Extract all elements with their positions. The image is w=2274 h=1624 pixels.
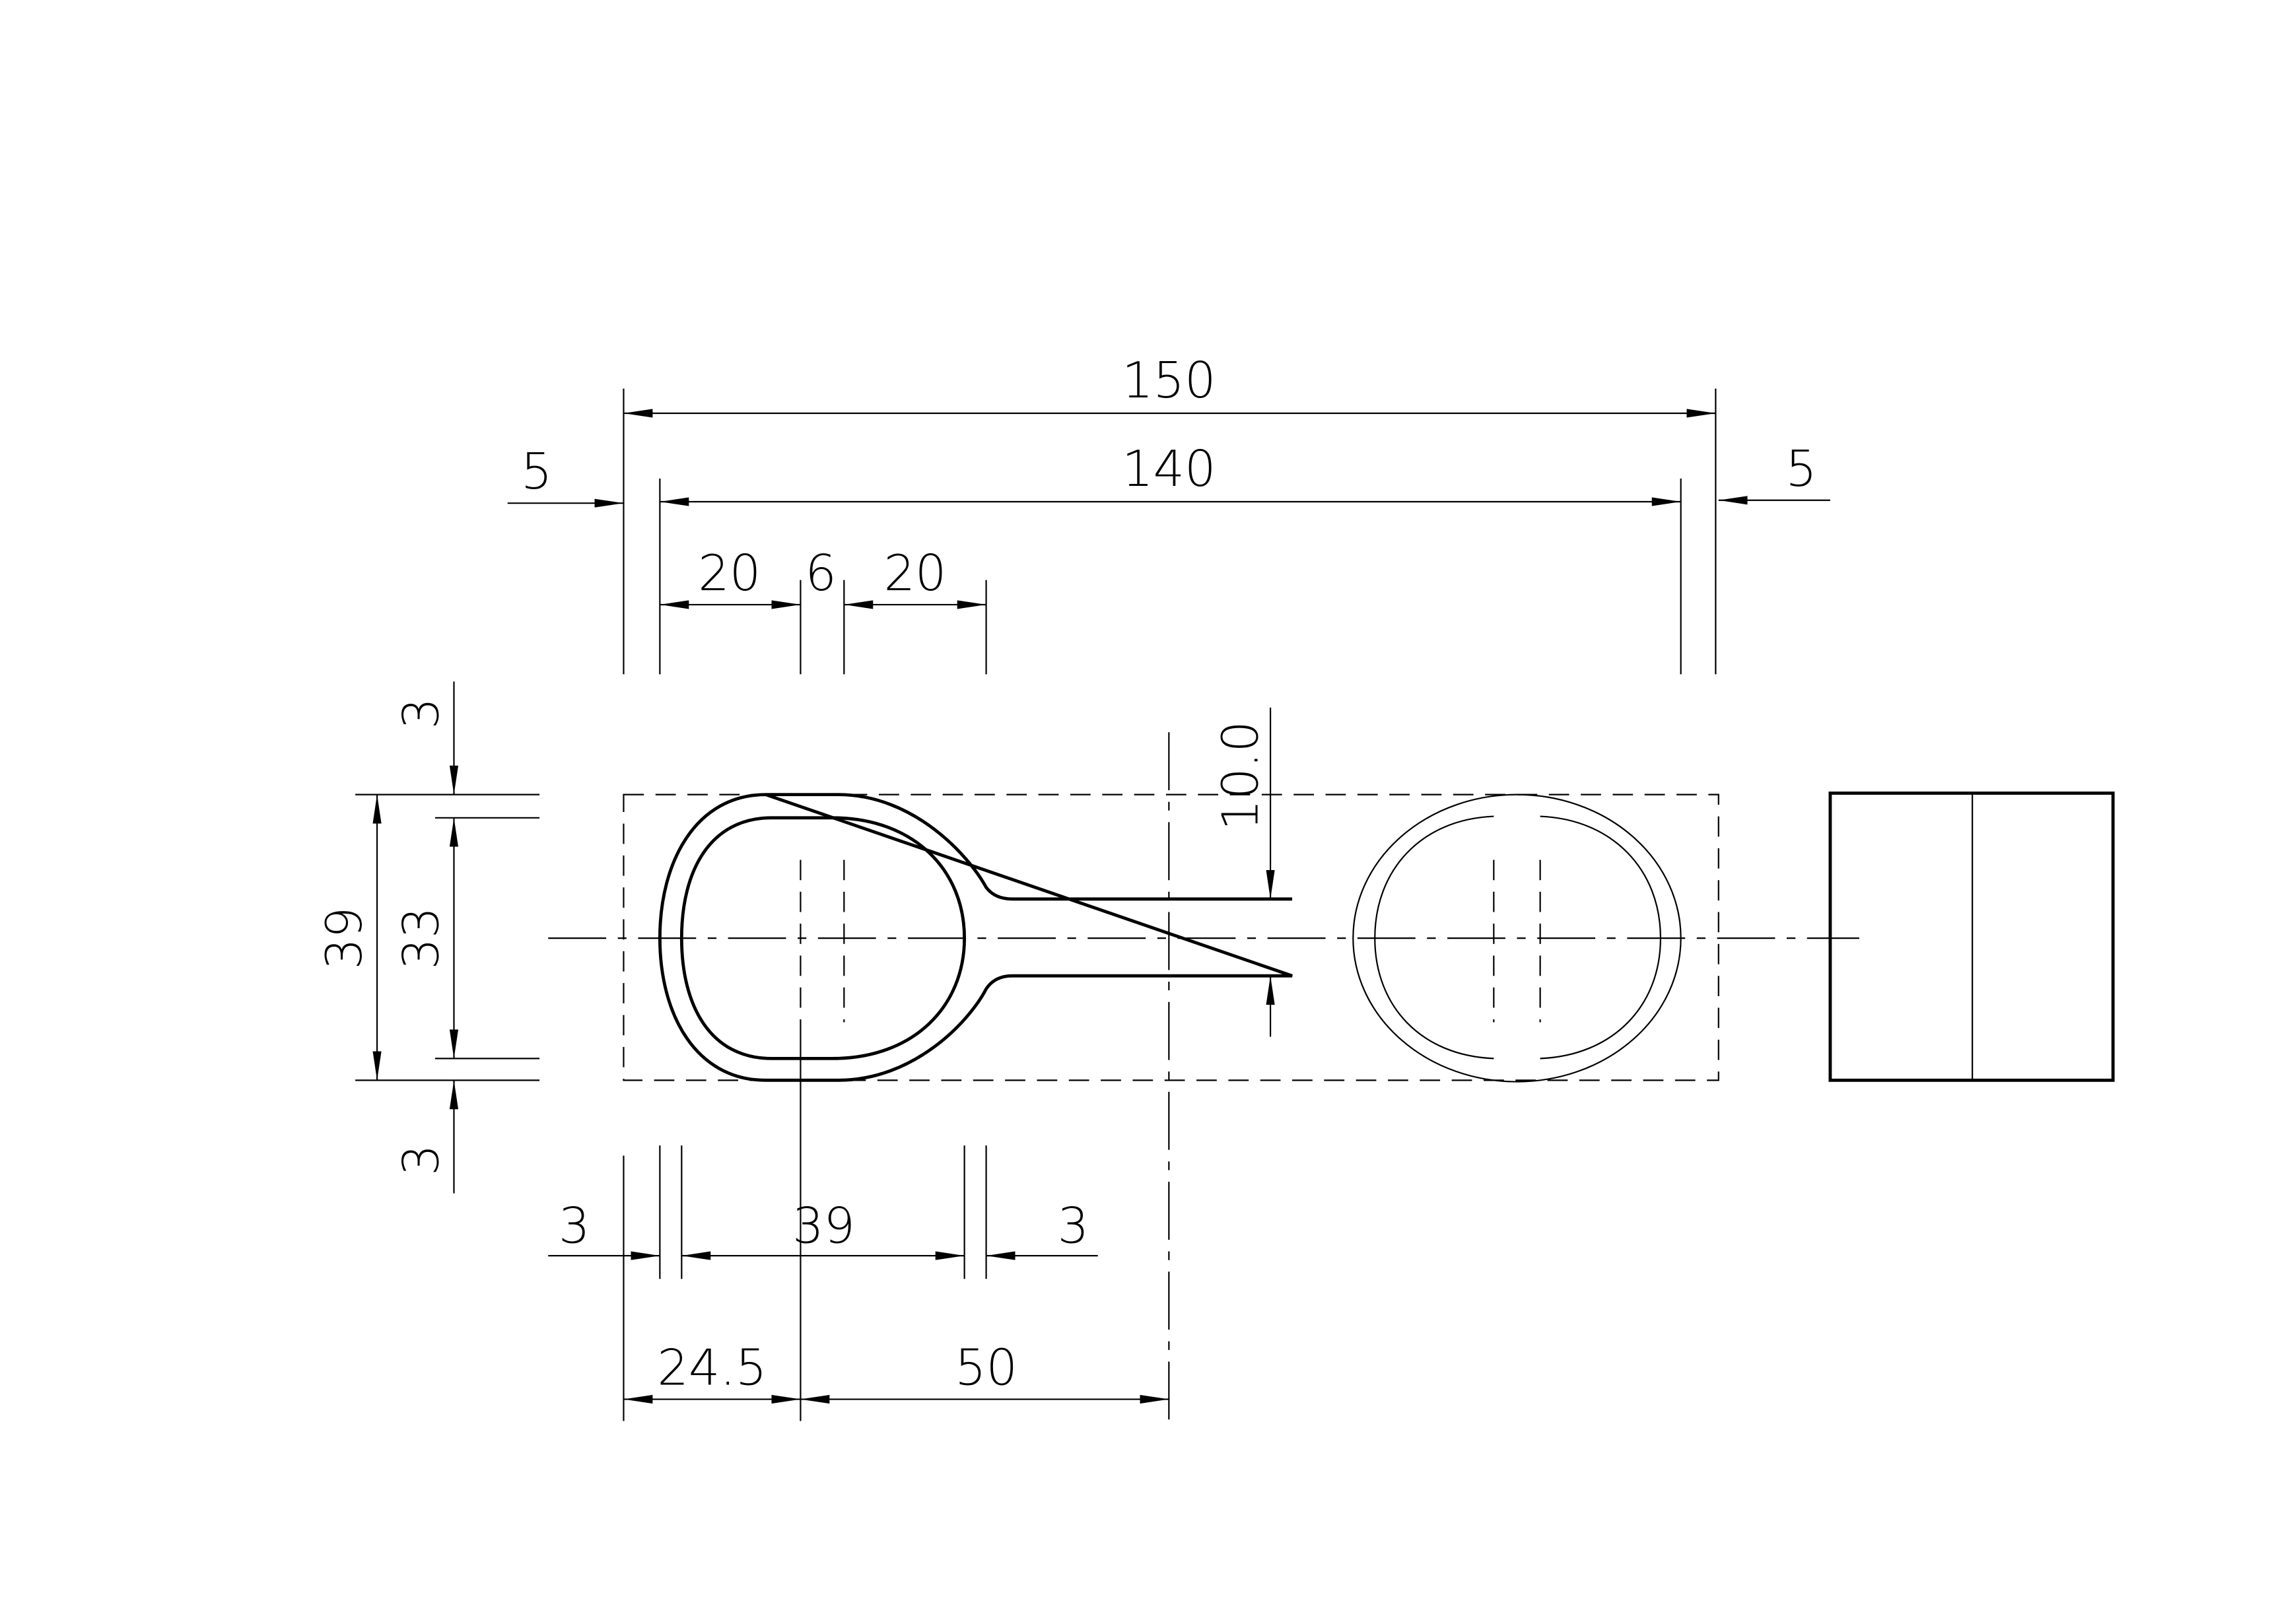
right-ring-outer	[1352, 794, 1682, 1083]
outline-hidden-rect	[623, 794, 1719, 1081]
left-dimensions: 39 33 3 3	[316, 681, 540, 1194]
dim-3-top: 3	[392, 698, 450, 729]
dim-3-bottom-left: 3	[559, 1197, 590, 1254]
dim-24-5: 24.5	[657, 1339, 767, 1397]
right-ring-inner	[1374, 815, 1662, 1060]
plan-view	[548, 732, 1859, 1421]
top-dimensions: 150 140 5 5 20 6 20	[507, 352, 1830, 675]
dim-39-horizontal: 39	[792, 1197, 855, 1254]
dim-150: 150	[1122, 352, 1216, 409]
neck-dimension: 10.0	[1212, 707, 1275, 1037]
dim-6: 6	[805, 545, 837, 602]
dim-3-bottom: 3	[392, 1144, 450, 1175]
dim-20-left: 20	[698, 545, 761, 602]
left-ring-outer	[658, 793, 1293, 1082]
dim-20-right: 20	[883, 545, 946, 602]
bottom-dimensions: 3 39 3 24.5 50	[548, 1022, 1169, 1421]
dim-33: 33	[392, 907, 450, 970]
dim-140: 140	[1122, 440, 1216, 498]
dim-10: 10.0	[1212, 721, 1269, 830]
dim-39-vertical: 39	[316, 907, 373, 970]
dim-50: 50	[955, 1339, 1017, 1397]
left-ring-inner	[679, 816, 967, 1060]
dim-right-5: 5	[1785, 440, 1817, 498]
side-view	[1828, 792, 2115, 1082]
dim-3-bottom-right: 3	[1058, 1197, 1089, 1254]
dim-left-5: 5	[521, 443, 553, 500]
